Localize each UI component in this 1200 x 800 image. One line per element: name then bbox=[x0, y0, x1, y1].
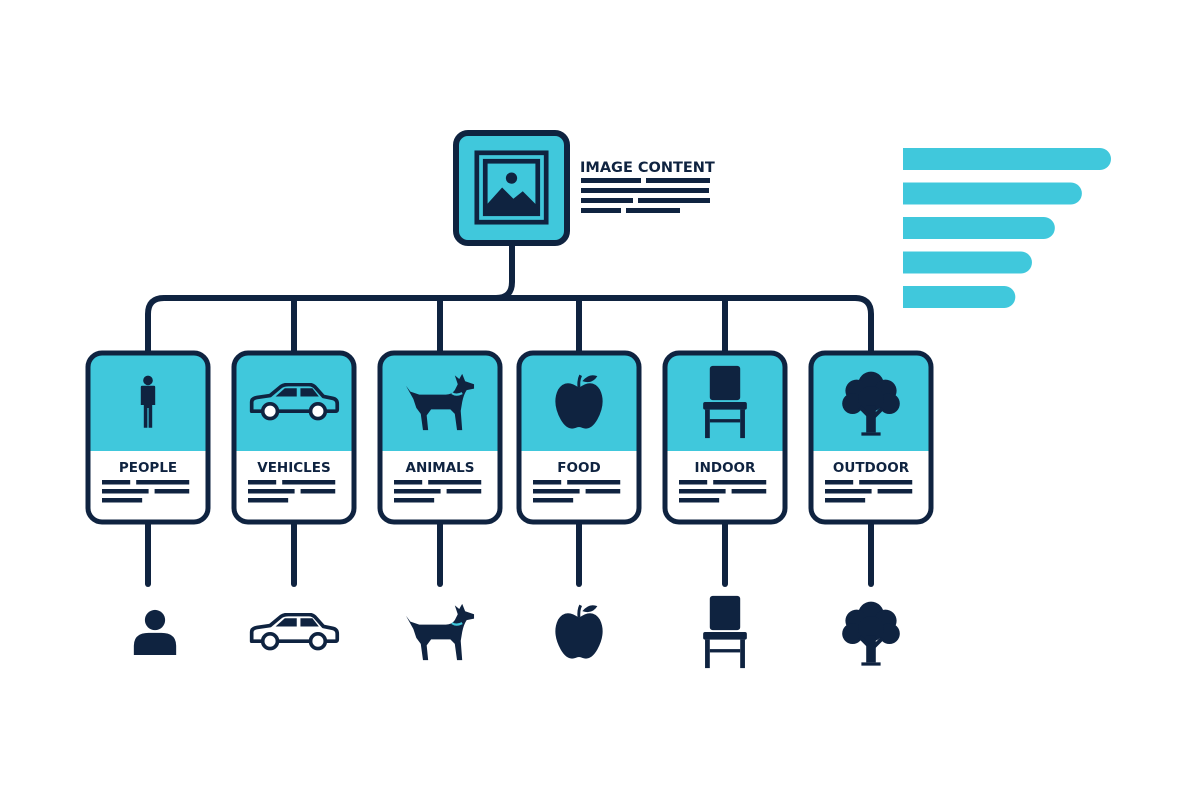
connector-top-people bbox=[145, 295, 167, 356]
placeholder-text-lines bbox=[533, 480, 621, 503]
card-outline-vehicles bbox=[231, 350, 357, 525]
placeholder-text-lines bbox=[102, 480, 190, 503]
card-outline-indoor bbox=[662, 350, 788, 525]
category-node-vehicles[interactable]: VEHICLES bbox=[231, 350, 357, 525]
legend-bars bbox=[903, 148, 1111, 308]
tree-connectors bbox=[145, 240, 874, 587]
card-outline-food bbox=[516, 350, 642, 525]
card-outline-people bbox=[85, 350, 211, 525]
legend-bar-3 bbox=[903, 217, 1055, 239]
card-header-vehicles bbox=[234, 353, 354, 451]
bottom-car-icon bbox=[249, 613, 340, 651]
bottom-dog-icon bbox=[404, 602, 476, 662]
root-connector bbox=[493, 240, 515, 301]
root-title: IMAGE CONTENT bbox=[580, 160, 715, 176]
placeholder-text-lines bbox=[679, 480, 767, 503]
category-node-indoor[interactable]: INDOOR bbox=[662, 350, 788, 525]
legend-bar-5 bbox=[903, 286, 1016, 308]
category-node-food[interactable]: FOOD bbox=[516, 350, 642, 525]
category-node-outdoor[interactable]: OUTDOOR bbox=[808, 350, 934, 525]
bottom-chair-icon bbox=[703, 595, 747, 669]
root-node-image-content[interactable]: IMAGE CONTENT bbox=[453, 130, 715, 246]
category-label-outdoor: OUTDOOR bbox=[833, 460, 910, 476]
placeholder-text-lines bbox=[248, 480, 336, 503]
category-nodes: PEOPLE VEHICLES ANIMALS FOOD INDOOR OUTDOOR bbox=[85, 350, 934, 669]
root-placeholder-text-lines bbox=[581, 178, 710, 213]
bottom-user-icon bbox=[133, 609, 177, 655]
legend-bar-2 bbox=[903, 182, 1082, 205]
placeholder-text-lines bbox=[825, 480, 913, 503]
category-label-people: PEOPLE bbox=[119, 460, 177, 476]
category-label-food: FOOD bbox=[557, 460, 600, 476]
card-outline-outdoor bbox=[808, 350, 934, 525]
legend-bar-1 bbox=[903, 148, 1111, 170]
category-node-people[interactable]: PEOPLE bbox=[85, 350, 211, 525]
category-label-indoor: INDOOR bbox=[695, 460, 756, 476]
category-label-vehicles: VEHICLES bbox=[257, 460, 330, 476]
legend-bar-4 bbox=[903, 251, 1032, 274]
connector-top-outdoor bbox=[852, 295, 874, 356]
category-label-animals: ANIMALS bbox=[406, 460, 475, 476]
card-outline-animals bbox=[377, 350, 503, 525]
bottom-tree-icon bbox=[842, 602, 900, 664]
bottom-apple-icon bbox=[554, 603, 604, 661]
category-node-animals[interactable]: ANIMALS bbox=[377, 350, 503, 525]
placeholder-text-lines bbox=[394, 480, 482, 503]
